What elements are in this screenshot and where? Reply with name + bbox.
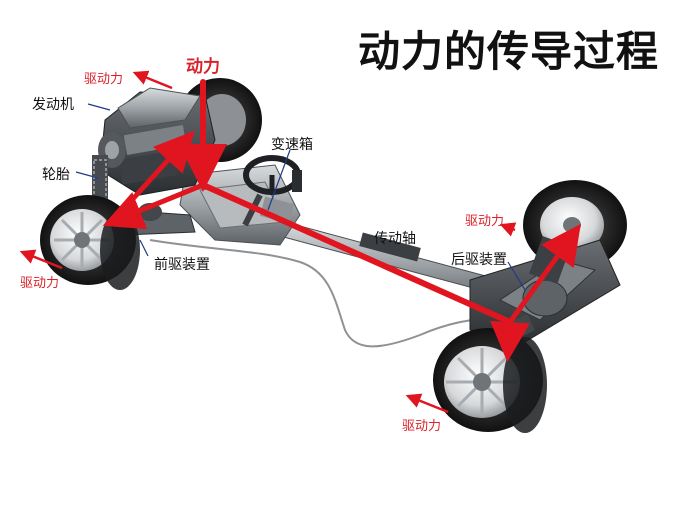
drive-force-label-left: 驱动力 (20, 276, 60, 291)
drive-force-arrows (19, 70, 517, 414)
steering-wheel (242, 155, 302, 227)
drive-force-label-right: 驱动力 (465, 214, 505, 229)
engine (98, 87, 216, 196)
page-title: 动力的传导过程 (358, 27, 660, 76)
power-flow-arrows (102, 79, 581, 362)
gearbox-label: 变速箱 (271, 137, 313, 153)
drive-force-label-bottom: 驱动力 (402, 419, 442, 434)
rear-right-tire (433, 328, 547, 433)
driveshaft-label: 传动轴 (374, 231, 416, 247)
rear-drive-label: 后驱装置 (451, 252, 507, 268)
engine-label: 发动机 (32, 97, 74, 113)
wheel-label: 轮胎 (42, 167, 70, 183)
power-label: 动力 (186, 57, 220, 77)
drive-force-label-top-left: 驱动力 (84, 72, 124, 87)
front-drive-label: 前驱装置 (154, 257, 210, 273)
